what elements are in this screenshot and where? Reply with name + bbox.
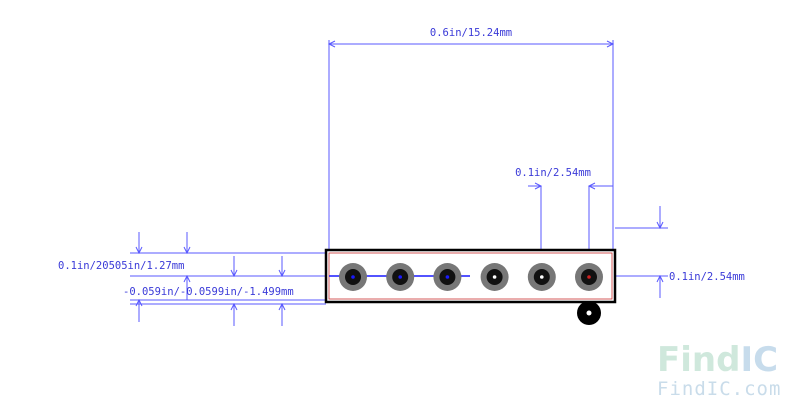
pin-marker — [445, 275, 450, 279]
component-body — [324, 248, 617, 304]
pin-4 — [480, 263, 509, 291]
dimension-right-height-label: 0.1in/2.54mm — [669, 271, 745, 283]
dimension-left-lower-label: -0.059in/-0.0599in/-1.499mm — [123, 286, 294, 298]
pin-marker — [351, 275, 355, 279]
pin-marker — [398, 275, 403, 279]
pins — [339, 263, 603, 291]
pin-6 — [575, 263, 603, 291]
pin1-indicator — [577, 301, 601, 325]
dimension-total-width-label: 0.6in/15.24mm — [430, 27, 512, 39]
dimension-pin-pitch-label: 0.1in/2.54mm — [515, 167, 591, 179]
pin-1 — [339, 263, 367, 291]
pin-3 — [433, 263, 462, 291]
pin-5 — [527, 263, 556, 291]
dimension-right-height: 0.1in/2.54mm — [615, 206, 745, 298]
pin-2 — [386, 263, 415, 291]
logo-ic: IC — [740, 340, 778, 380]
logo-find: Find — [657, 340, 740, 380]
pin-marker — [540, 275, 544, 279]
dimension-total-width: 0.6in/15.24mm — [327, 27, 615, 252]
dimension-left-upper-label: 0.1in/20505in/1.27mm — [58, 260, 184, 272]
pin-marker — [587, 275, 591, 279]
svg-text:FindIC: FindIC — [657, 340, 778, 380]
pin-marker — [492, 275, 497, 279]
findic-logo: FindIC FindIC.com — [657, 340, 781, 400]
dimension-pin-pitch: 0.1in/2.54mm — [515, 167, 613, 278]
logo-site: FindIC.com — [657, 378, 781, 400]
